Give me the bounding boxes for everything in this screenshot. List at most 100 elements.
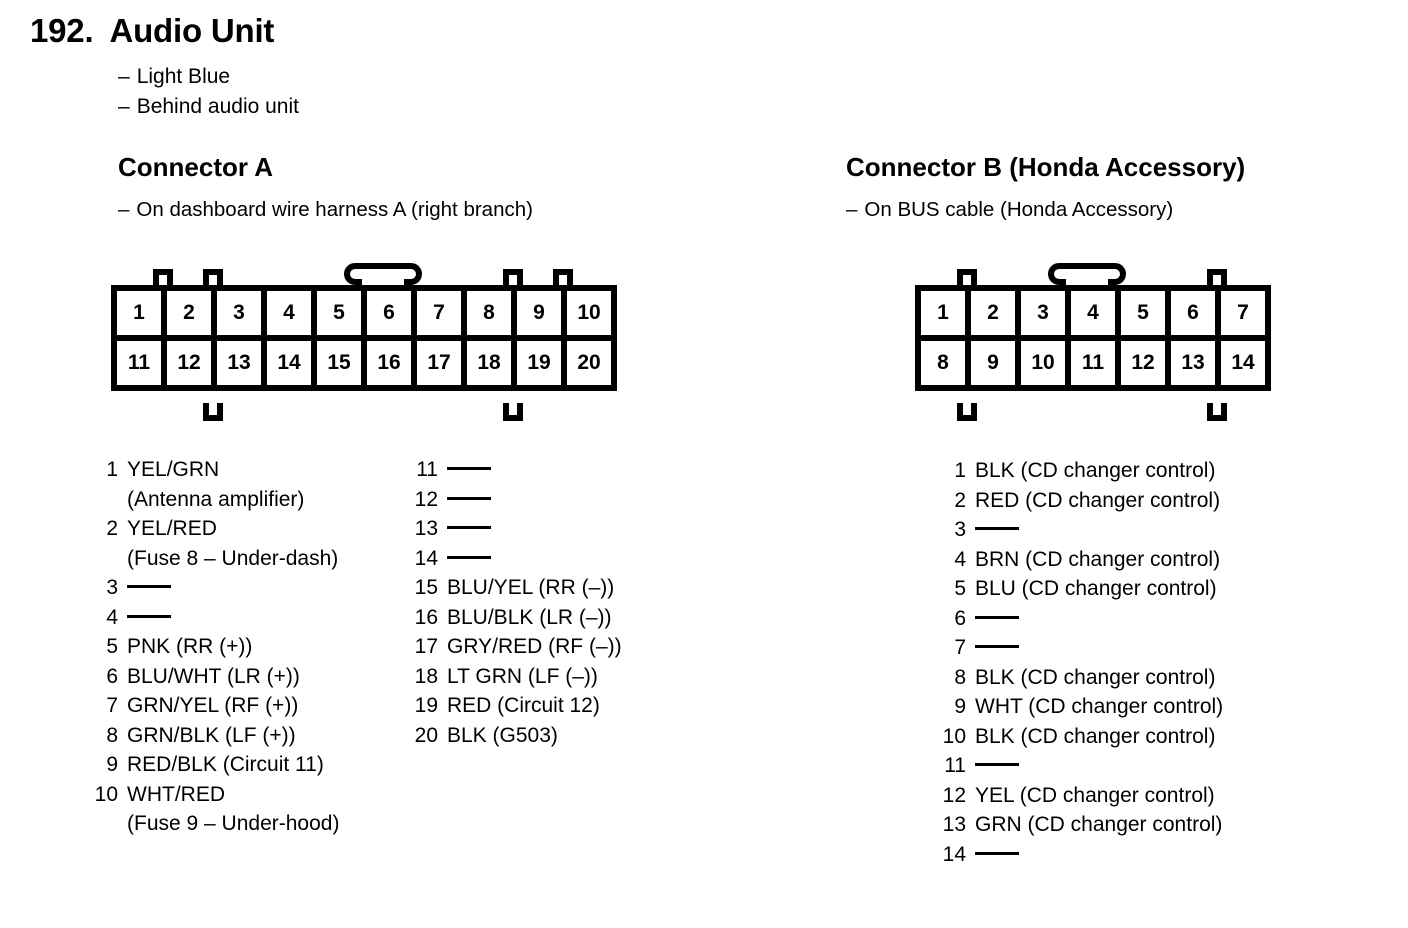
locking-tab-icon [203,269,223,287]
empty-pin-rule [975,527,1019,530]
pin-description: PNK (RR (+)) [127,635,253,658]
note-light-blue: –Light Blue [118,65,230,89]
empty-pin-rule [447,496,491,500]
locking-tab-icon [503,403,523,421]
pin-number: 18 [414,664,438,688]
pin-number: 7 [106,694,118,717]
pin-description: BLK (CD changer control) [975,665,1216,689]
pin-number: 13 [942,813,966,836]
note-behind-audio-unit: –Behind audio unit [118,95,299,119]
pin-description: BLU/BLK (LR (–)) [447,605,612,629]
pin-number: 4 [106,605,118,629]
pin-number: 5 [106,635,118,658]
pin-row: 10 BLK (CD changer control) [936,722,1356,752]
pin-description: RED (CD changer control) [975,488,1221,512]
pin-row: 7 GRN/YEL (RF (+)) [88,691,418,721]
pin-number: 20 [414,723,438,747]
locking-tab-icon [957,403,977,421]
pin-number: 10 [942,724,966,748]
connector-b-pin-cell: 8 [921,341,971,385]
pin-number: 13 [414,517,438,540]
connector-b-pin-cell: 13 [1171,341,1221,385]
note-text: Light Blue [136,65,231,88]
pin-row: 5 PNK (RR (+)) [88,632,418,662]
pin-description: BLU/WHT (LR (+)) [127,664,300,688]
pin-number: 11 [944,754,966,777]
pin-description: GRN/BLK (LF (+)) [127,723,296,747]
pin-number: 3 [106,576,118,599]
pin-number: 8 [106,723,118,747]
connector-a-pin-cell: 12 [167,341,217,385]
connector-a-pin-cell: 14 [267,341,317,385]
pin-row: 4 [88,603,418,633]
dash-glyph: – [118,198,130,221]
pin-description: GRN (CD changer control) [975,813,1223,836]
pin-row: 6 [936,604,1356,634]
page-title: 192.Audio Unit [30,12,274,50]
pin-number: 3 [954,518,966,541]
pin-description: BLK (G503) [447,723,558,747]
pin-number: 19 [414,694,438,717]
empty-pin-rule [447,555,491,559]
pin-description: LT GRN (LF (–)) [447,664,598,688]
connector-b-pin-cell: 10 [1021,341,1071,385]
connector-a-pin-cell: 13 [217,341,267,385]
connector-a-pin-cell: 1 [117,291,167,341]
connector-a-pin-cell: 7 [417,291,467,341]
empty-pin-rule [127,614,171,618]
pin-description [447,455,491,485]
pin-row: 13 [408,514,738,544]
connector-a-pin-cell: 4 [267,291,317,341]
pin-row: 11 [408,455,738,485]
connector-b-pin-cell: 14 [1221,341,1265,385]
pin-number: 14 [942,842,966,866]
pin-number: 11 [416,458,438,481]
connector-a-pin-cell: 6 [367,291,417,341]
pin-row: 11 [936,751,1356,781]
pin-description: BLK (CD changer control) [975,724,1216,748]
pin-description [447,485,491,515]
pin-number: 17 [414,635,438,658]
pin-number: 7 [954,636,966,659]
connector-b-pin-cell: 11 [1071,341,1121,385]
locking-tab-icon [203,403,223,421]
connector-a-pin-cell: 19 [517,341,567,385]
pin-description: WHT/RED [127,782,225,806]
pin-description: GRN/YEL (RF (+)) [127,694,299,717]
pin-description [975,604,1019,634]
pin-row: 18 LT GRN (LF (–)) [408,662,738,692]
pin-description-continued: (Fuse 8 – Under-dash) [127,546,339,570]
locking-tab-icon [503,269,523,287]
connector-a-pin-cell: 20 [567,341,611,385]
pin-row: 14 [408,544,738,574]
connector-b-pin-cell: 2 [971,291,1021,341]
connector-a-pin-cell: 9 [517,291,567,341]
connector-a-note-text: On dashboard wire harness A (right branc… [136,198,533,221]
connector-a-pin-cell: 17 [417,341,467,385]
pin-row: 7 [936,633,1356,663]
pin-description: YEL (CD changer control) [975,783,1215,807]
connector-b-pin-cell: 9 [971,341,1021,385]
pin-description [975,751,1019,781]
connector-a-pin-cell: 3 [217,291,267,341]
connector-a-note: –On dashboard wire harness A (right bran… [118,198,533,222]
empty-pin-rule [975,615,1019,619]
connector-a-pin-cell: 15 [317,341,367,385]
pin-description: YEL/RED [127,517,217,540]
pin-description: BLU (CD changer control) [975,577,1217,600]
connector-a-pin-cell: 5 [317,291,367,341]
